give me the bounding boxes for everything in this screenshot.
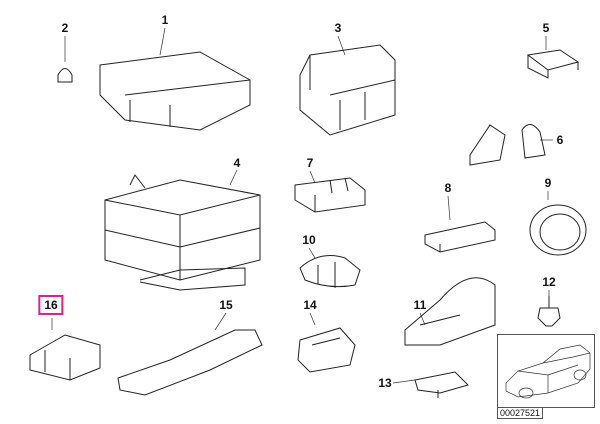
leader-13 [392,379,416,384]
part-2-cap [57,68,73,83]
callout-1[interactable]: 1 [161,13,169,27]
callout-10[interactable]: 10 [302,233,316,247]
callout-12[interactable]: 12 [542,275,556,289]
leader-11 [419,312,426,326]
part-14-clip [297,327,356,373]
part-4-box [104,174,261,281]
car-icon [505,344,591,399]
leader-10 [308,247,316,259]
callout-13[interactable]: 13 [378,376,392,390]
thumbnail-code: 00027521 [497,407,544,419]
part-11-holder [404,277,496,346]
vehicle-thumbnail [497,334,595,408]
part-9-ring-inner [539,213,581,251]
callout-16-highlighted[interactable]: 16 [38,295,64,315]
part-12-clip [537,296,561,327]
leader-14 [309,312,316,326]
part-5-clip [526,49,580,79]
leader-15 [214,312,227,331]
leader-4 [229,169,238,186]
part-15-tray [117,329,263,396]
callout-7[interactable]: 7 [306,156,314,170]
part-13-bracket [414,371,469,398]
part-8-rail [424,221,496,253]
callout-6[interactable]: 6 [556,133,564,147]
callout-2[interactable]: 2 [61,21,69,35]
leader-8 [447,195,451,221]
part-4-base [139,267,246,291]
callout-15[interactable]: 15 [219,298,233,312]
callout-3[interactable]: 3 [334,21,342,35]
callout-8[interactable]: 8 [444,181,452,195]
part-7-holder [294,177,366,213]
part-16-holder [29,334,101,381]
callout-14[interactable]: 14 [303,298,317,312]
part-3-bracket [299,44,396,136]
leader-3 [337,35,346,56]
part-1-housing [99,51,251,131]
part-clip-small [469,124,506,166]
callout-4[interactable]: 4 [233,156,241,170]
callout-9[interactable]: 9 [544,176,552,190]
callout-5[interactable]: 5 [542,21,550,35]
part-9-ring [529,204,587,256]
leader-7 [309,170,316,184]
part-10-clip [299,255,361,288]
part-6-clip [521,124,546,159]
leader-1 [159,27,166,56]
callout-11[interactable]: 11 [413,298,427,312]
